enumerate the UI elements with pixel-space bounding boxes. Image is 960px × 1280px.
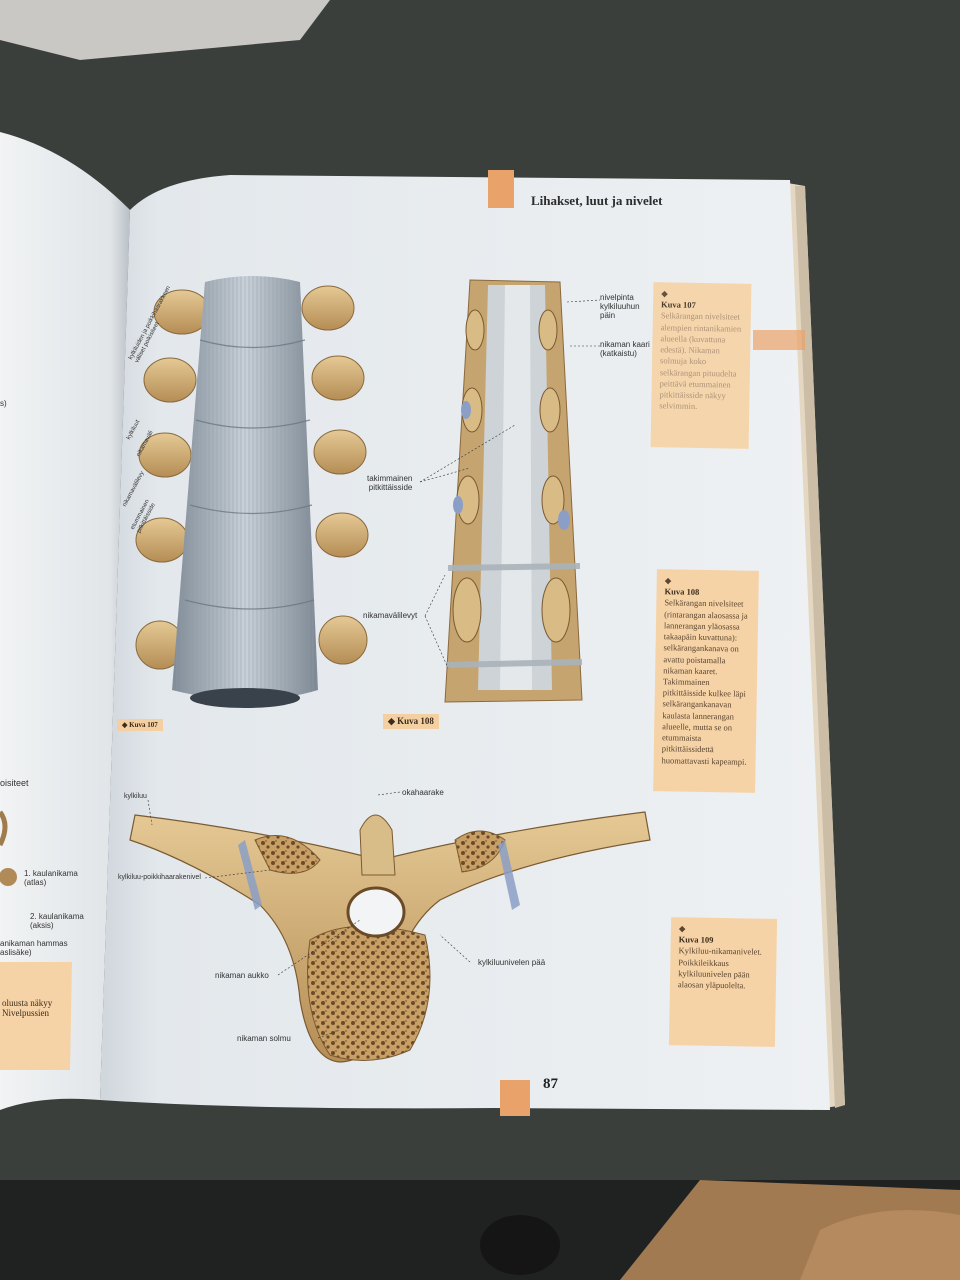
caption-107: ◆ Kuva 107 Selkärangan nivelsiteet alemp… bbox=[650, 282, 752, 449]
caption-108: ◆ Kuva 108 Selkärangan nivelsiteet (rint… bbox=[653, 569, 759, 793]
caption-109: ◆ Kuva 109 Kylkiluu-nikamanivelet. Poikk… bbox=[668, 917, 778, 1047]
figure-107-tag: ◆ Kuva 107 bbox=[117, 719, 163, 731]
left-page-kaulanikama-1: 1. kaulanikama (atlas) bbox=[24, 869, 78, 888]
page-number: 87 bbox=[543, 1076, 558, 1092]
left-page-kaulanikama-2: 2. kaulanikama (aksis) bbox=[30, 912, 84, 931]
fig109-label-kylkiluunivelen: kylkiluunivelen pää bbox=[478, 958, 546, 967]
figure-108-illustration bbox=[444, 279, 583, 703]
fig109-label-aukko: nikaman aukko bbox=[215, 971, 269, 980]
figure-107-illustration bbox=[135, 276, 369, 708]
left-page-caption-box-text: oluusta näkyy Nivelpussien bbox=[2, 998, 53, 1019]
figure-109-illustration bbox=[129, 811, 651, 1063]
fig108-label-valilevyt: nikamavälilevyt bbox=[363, 611, 418, 620]
caption-109-text: Kylkiluu-nikamanivelet. Poikkileikkaus k… bbox=[677, 945, 762, 991]
caption-107-text: Selkärangan nivelsiteet alempien rintani… bbox=[659, 310, 742, 412]
left-page-fragment-2: oisiteet bbox=[0, 778, 29, 788]
fig109-label-kylkiluu: kylkiluu bbox=[124, 793, 147, 800]
left-page-hammas: anikaman hammas aslisäke) bbox=[0, 939, 68, 958]
caption-108-text: Selkärangan nivelsiteet (rintarangan ala… bbox=[661, 597, 748, 767]
left-page-fragment-1: s) bbox=[0, 399, 7, 408]
fig108-label-kaari: nikaman kaari (katkaistu) bbox=[600, 340, 650, 359]
fig109-label-okahaarake: okahaarake bbox=[402, 788, 444, 797]
fig108-label-takimmainen: takimmainen pitkittäisside bbox=[367, 474, 413, 493]
fig109-label-solmu: nikaman solmu bbox=[237, 1034, 291, 1043]
fig108-label-nivelpinta: nivelpinta kylkiluuhun päin bbox=[600, 293, 640, 321]
page-header-title: Lihakset, luut ja nivelet bbox=[531, 193, 663, 208]
figure-108-tag: ◆ Kuva 108 bbox=[383, 714, 439, 729]
fig109-label-kpnivel: kylkiluu-poikkihaarakenivel bbox=[118, 874, 201, 881]
